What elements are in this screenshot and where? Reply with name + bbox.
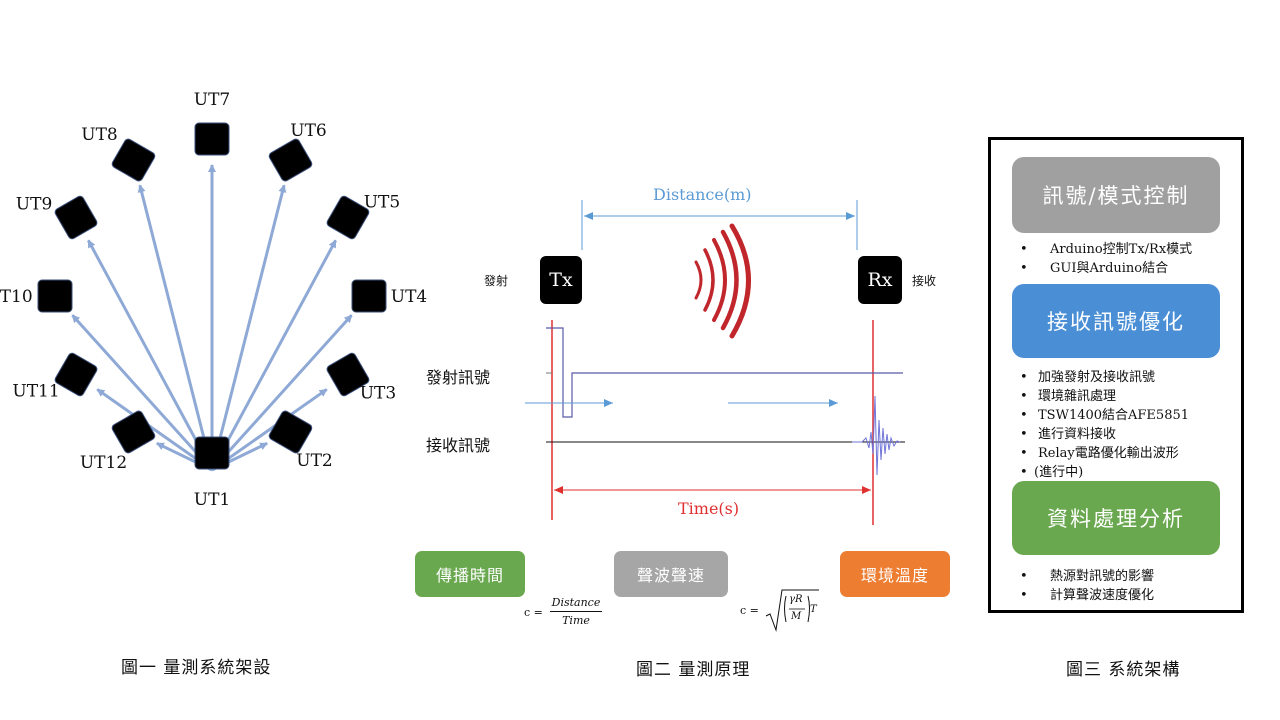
formula-gas-speed: c = γR M T [740, 588, 830, 632]
sensor-label-ut3: UT3 [360, 384, 396, 404]
distance-label: Distance(m) [653, 185, 752, 204]
rx-transducer: Rx [858, 256, 902, 304]
sensor-ut9 [54, 195, 98, 240]
sensor-ut4 [351, 279, 387, 313]
env-temperature-box: 環境溫度 [840, 551, 950, 597]
list-item: 環境雜訊處理 [1020, 387, 1189, 406]
arrow-to-ut4 [210, 314, 353, 472]
list-item: 加強發射及接收訊號 [1020, 368, 1189, 387]
list-item: ​GUI與Arduino結合 [1020, 259, 1192, 278]
sound-wave-icon [694, 223, 751, 339]
arrow-to-ut5 [210, 239, 337, 471]
tx-transducer: Tx [540, 256, 582, 304]
sensor-label-ut1: UT1 [194, 490, 230, 510]
tx-signal-trace [546, 327, 903, 418]
formula2-t: T [810, 604, 817, 615]
list-item: Relay電路優化輸出波形 [1020, 444, 1189, 463]
sensor-label-ut12: UT12 [80, 453, 127, 473]
figure1-caption: 圖一 量測系統架設 [121, 658, 272, 678]
sensor-group: UT1 UT2 UT3 UT4 UT5 UT6 UT7UT8UT9UT10UT11UT12 [0, 90, 427, 510]
propagation-time-box: 傳播時間 [415, 551, 525, 597]
formula1-denominator: Time [562, 614, 590, 627]
sound-speed-box: 聲波聲速 [614, 551, 728, 597]
formula1-fraction-bar [550, 611, 602, 612]
bullet-text: 計算聲波速度優化 [1050, 588, 1155, 603]
arrow-to-ut9 [87, 239, 214, 471]
rx-signal-label: 接收訊號 [426, 436, 491, 455]
bullet-text: 熱源對訊號的影響 [1050, 569, 1155, 584]
principle-graphics [525, 200, 905, 525]
formula-distance-over-time: c = Distance Time [524, 596, 614, 630]
arrow-to-ut6 [210, 184, 287, 471]
bullet-text: Arduino控制Tx/Rx模式 [1050, 242, 1193, 257]
sensor-ut11 [54, 352, 98, 397]
tx-side-label: 發射 [484, 274, 509, 288]
signal-mode-control-block: 訊號/模式控制 [1012, 157, 1220, 233]
sensor-label-ut9: UT9 [16, 195, 52, 215]
data-processing-block: 資料處理分析 [1012, 481, 1220, 555]
time-label: Time(s) [678, 499, 740, 518]
list-item: ​Arduino控制Tx/Rx模式 [1020, 240, 1192, 259]
system-architecture-frame [988, 137, 1244, 613]
sensor-ut7 [194, 122, 230, 156]
sensor-label-ut7: UT7 [194, 90, 230, 110]
formula2-lhs: c = [740, 604, 759, 617]
arrow-to-ut3 [211, 388, 328, 472]
formula1-numerator: Distance [551, 596, 601, 609]
sensor-ut6 [268, 138, 313, 182]
bullet-text: 加強發射及接收訊號 [1038, 370, 1156, 385]
formula2-m: M [791, 611, 802, 622]
sensor-ring-diagram: UT1 UT2 UT3 UT4 UT5 UT6 UT7UT8UT9UT10UT11UT12 [0, 90, 427, 510]
rx-side-label: 接收 [912, 274, 937, 288]
sensor-ut3 [326, 352, 370, 397]
sensor-ut1 [194, 436, 230, 470]
bullet-text: (進行中) [1034, 465, 1084, 480]
signal-mode-control-list: ​Arduino控制Tx/Rx模式 ​GUI與Arduino結合 [1020, 240, 1192, 278]
sensor-label-ut5: UT5 [364, 193, 400, 213]
figure3-caption: 圖三 系統架構 [1066, 660, 1181, 680]
data-processing-list: 熱源對訊號的影響 計算聲波速度優化 [1020, 567, 1154, 605]
arrow-to-ut8 [137, 184, 214, 471]
sensor-ut5 [326, 195, 370, 240]
sensor-ut8 [111, 138, 156, 182]
sensor-ut2 [268, 410, 313, 454]
formula1-lhs: c = [524, 606, 543, 619]
bullet-text: GUI與Arduino結合 [1050, 261, 1169, 276]
sqrt-sign-icon [765, 589, 819, 632]
arrow-to-ut10 [71, 314, 214, 472]
bullet-text: 進行資料接收 [1038, 427, 1117, 442]
bullet-text: TSW1400結合AFE5851 [1038, 408, 1190, 423]
list-item: TSW1400結合AFE5851 [1020, 406, 1189, 425]
list-item-continuation: 進行資料接收 [1020, 425, 1189, 444]
sensor-label-ut4: UT4 [391, 287, 427, 307]
rx-signal-optimization-list: 加強發射及接收訊號 環境雜訊處理 TSW1400結合AFE5851 進行資料接收… [1020, 368, 1189, 482]
arrow-to-ut11 [96, 388, 213, 472]
list-item: 計算聲波速度優化 [1020, 586, 1154, 605]
sensor-ut12 [111, 410, 156, 454]
sensor-label-ut6: UT6 [290, 121, 326, 141]
bullet-text: 環境雜訊處理 [1038, 389, 1117, 404]
formula2-gamma-r: γR [789, 594, 803, 605]
sensor-label-ut2: UT2 [296, 451, 332, 471]
sensor-label-ut10: UT10 [0, 287, 33, 307]
list-item: 熱源對訊號的影響 [1020, 567, 1154, 586]
bullet-text: Relay電路優化輸出波形 [1038, 446, 1179, 461]
sensor-ut10 [37, 279, 73, 313]
rx-signal-trace [852, 395, 901, 476]
list-item-continuation: (進行中) [1020, 463, 1189, 482]
rx-signal-optimization-block: 接收訊號優化 [1012, 284, 1220, 358]
sensor-label-ut8: UT8 [81, 125, 117, 145]
tx-signal-label: 發射訊號 [426, 368, 491, 387]
sensor-label-ut11: UT11 [12, 382, 59, 402]
figure2-caption: 圖二 量測原理 [636, 660, 751, 680]
